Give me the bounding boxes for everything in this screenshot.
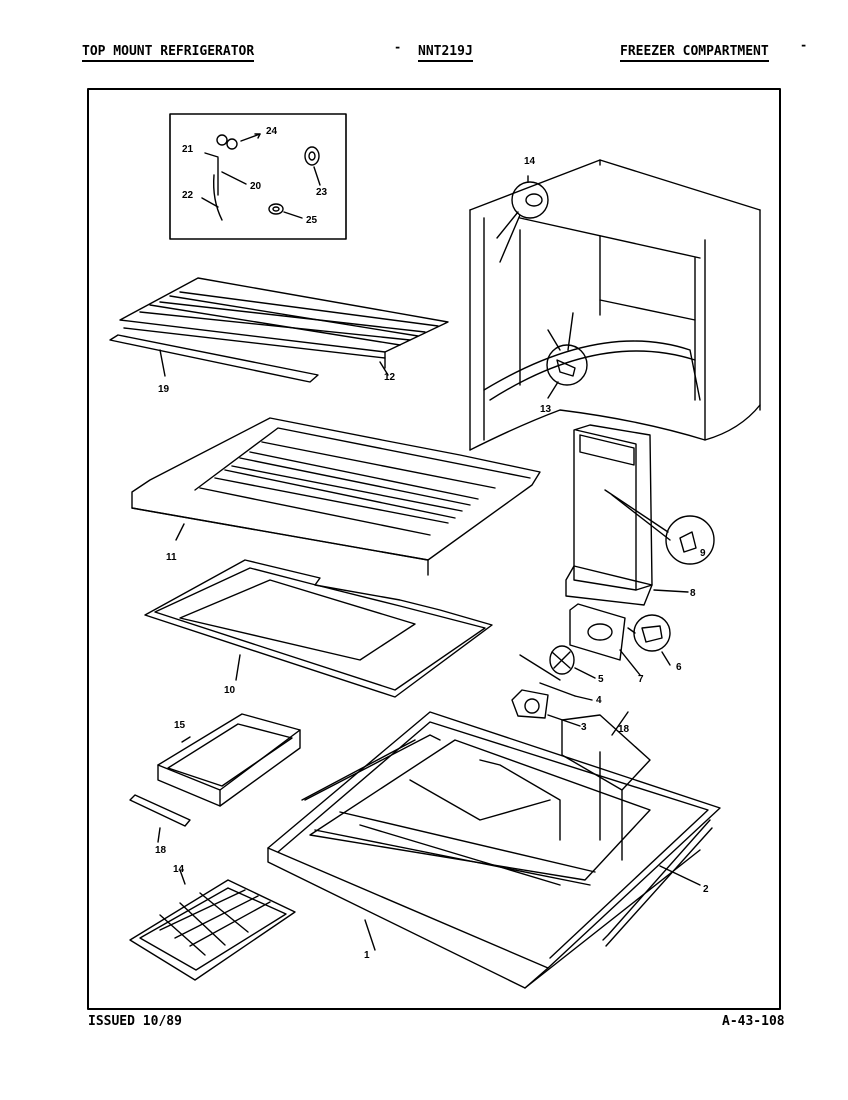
part-12-wire-shelf bbox=[119, 277, 449, 369]
callout-2: 2 bbox=[703, 884, 709, 895]
part-14-lamp-socket bbox=[496, 175, 549, 263]
header-model-number: NNT219J bbox=[418, 44, 473, 62]
part-23-knob bbox=[304, 146, 321, 186]
part-10-liner bbox=[144, 559, 493, 698]
callout-19: 19 bbox=[158, 384, 170, 395]
part-25-grommet bbox=[268, 203, 303, 219]
callout-4: 4 bbox=[596, 695, 602, 706]
callout-23: 23 bbox=[316, 187, 328, 198]
diagram-frame bbox=[87, 88, 781, 1010]
callout-14-top: 14 bbox=[524, 156, 536, 167]
callout-8: 8 bbox=[690, 588, 696, 599]
header-section: FREEZER COMPARTMENT bbox=[620, 44, 769, 62]
part-22-harness bbox=[201, 174, 223, 221]
callout-21: 21 bbox=[182, 144, 194, 155]
part-16-rail bbox=[129, 794, 191, 843]
callout-24: 24 bbox=[266, 126, 278, 137]
callout-15: 15 bbox=[174, 720, 186, 731]
header-model-type: TOP MOUNT REFRIGERATOR bbox=[82, 44, 255, 62]
freezer-cabinet bbox=[469, 159, 761, 451]
part-15-pan bbox=[157, 713, 301, 807]
part-6-clamp bbox=[627, 614, 671, 666]
callout-6: 6 bbox=[676, 662, 682, 673]
callout-22: 22 bbox=[182, 190, 194, 201]
part-2-gasket-rail bbox=[301, 739, 713, 947]
callout-12: 12 bbox=[384, 372, 396, 383]
part-13-damper bbox=[546, 312, 588, 399]
callout-18-rail: 18 bbox=[155, 845, 167, 856]
callout-14-tray: 14 bbox=[173, 864, 185, 875]
callout-11: 11 bbox=[166, 552, 177, 563]
part-18-cover bbox=[561, 711, 651, 861]
part-20-wire bbox=[221, 171, 247, 185]
part-1-drawer-frame bbox=[267, 711, 721, 989]
callout-9: 9 bbox=[700, 548, 706, 559]
issued-date: ISSUED 10/89 bbox=[88, 1014, 182, 1029]
callout-20: 20 bbox=[250, 181, 262, 192]
part-11-freezer-shelf bbox=[131, 417, 541, 576]
callout-1: 1 bbox=[364, 950, 370, 961]
callout-3: 3 bbox=[581, 722, 587, 733]
callout-25: 25 bbox=[306, 215, 318, 226]
part-4-grommet bbox=[539, 682, 593, 701]
header-mark: - bbox=[394, 40, 402, 54]
part-5-fan-blade bbox=[519, 645, 596, 681]
part-14-ice-tray bbox=[129, 869, 296, 981]
part-7-bracket bbox=[569, 603, 641, 676]
part-24-bulb bbox=[216, 133, 261, 150]
part-9-clip bbox=[604, 489, 715, 565]
callout-13: 13 bbox=[540, 404, 552, 415]
part-19-shelf-rail bbox=[109, 334, 389, 383]
callout-5: 5 bbox=[598, 674, 604, 685]
corner-mark: - bbox=[800, 38, 808, 52]
callout-7: 7 bbox=[638, 674, 644, 685]
callout-10: 10 bbox=[224, 685, 236, 696]
part-21-socket bbox=[204, 152, 219, 196]
part-8-evaporator-cover bbox=[565, 424, 689, 606]
page-code: A-43-108 bbox=[722, 1014, 785, 1029]
part-3-fan-motor bbox=[511, 689, 581, 727]
callout-18-cover: 18 bbox=[618, 724, 630, 735]
small-parts-inset bbox=[169, 113, 347, 240]
